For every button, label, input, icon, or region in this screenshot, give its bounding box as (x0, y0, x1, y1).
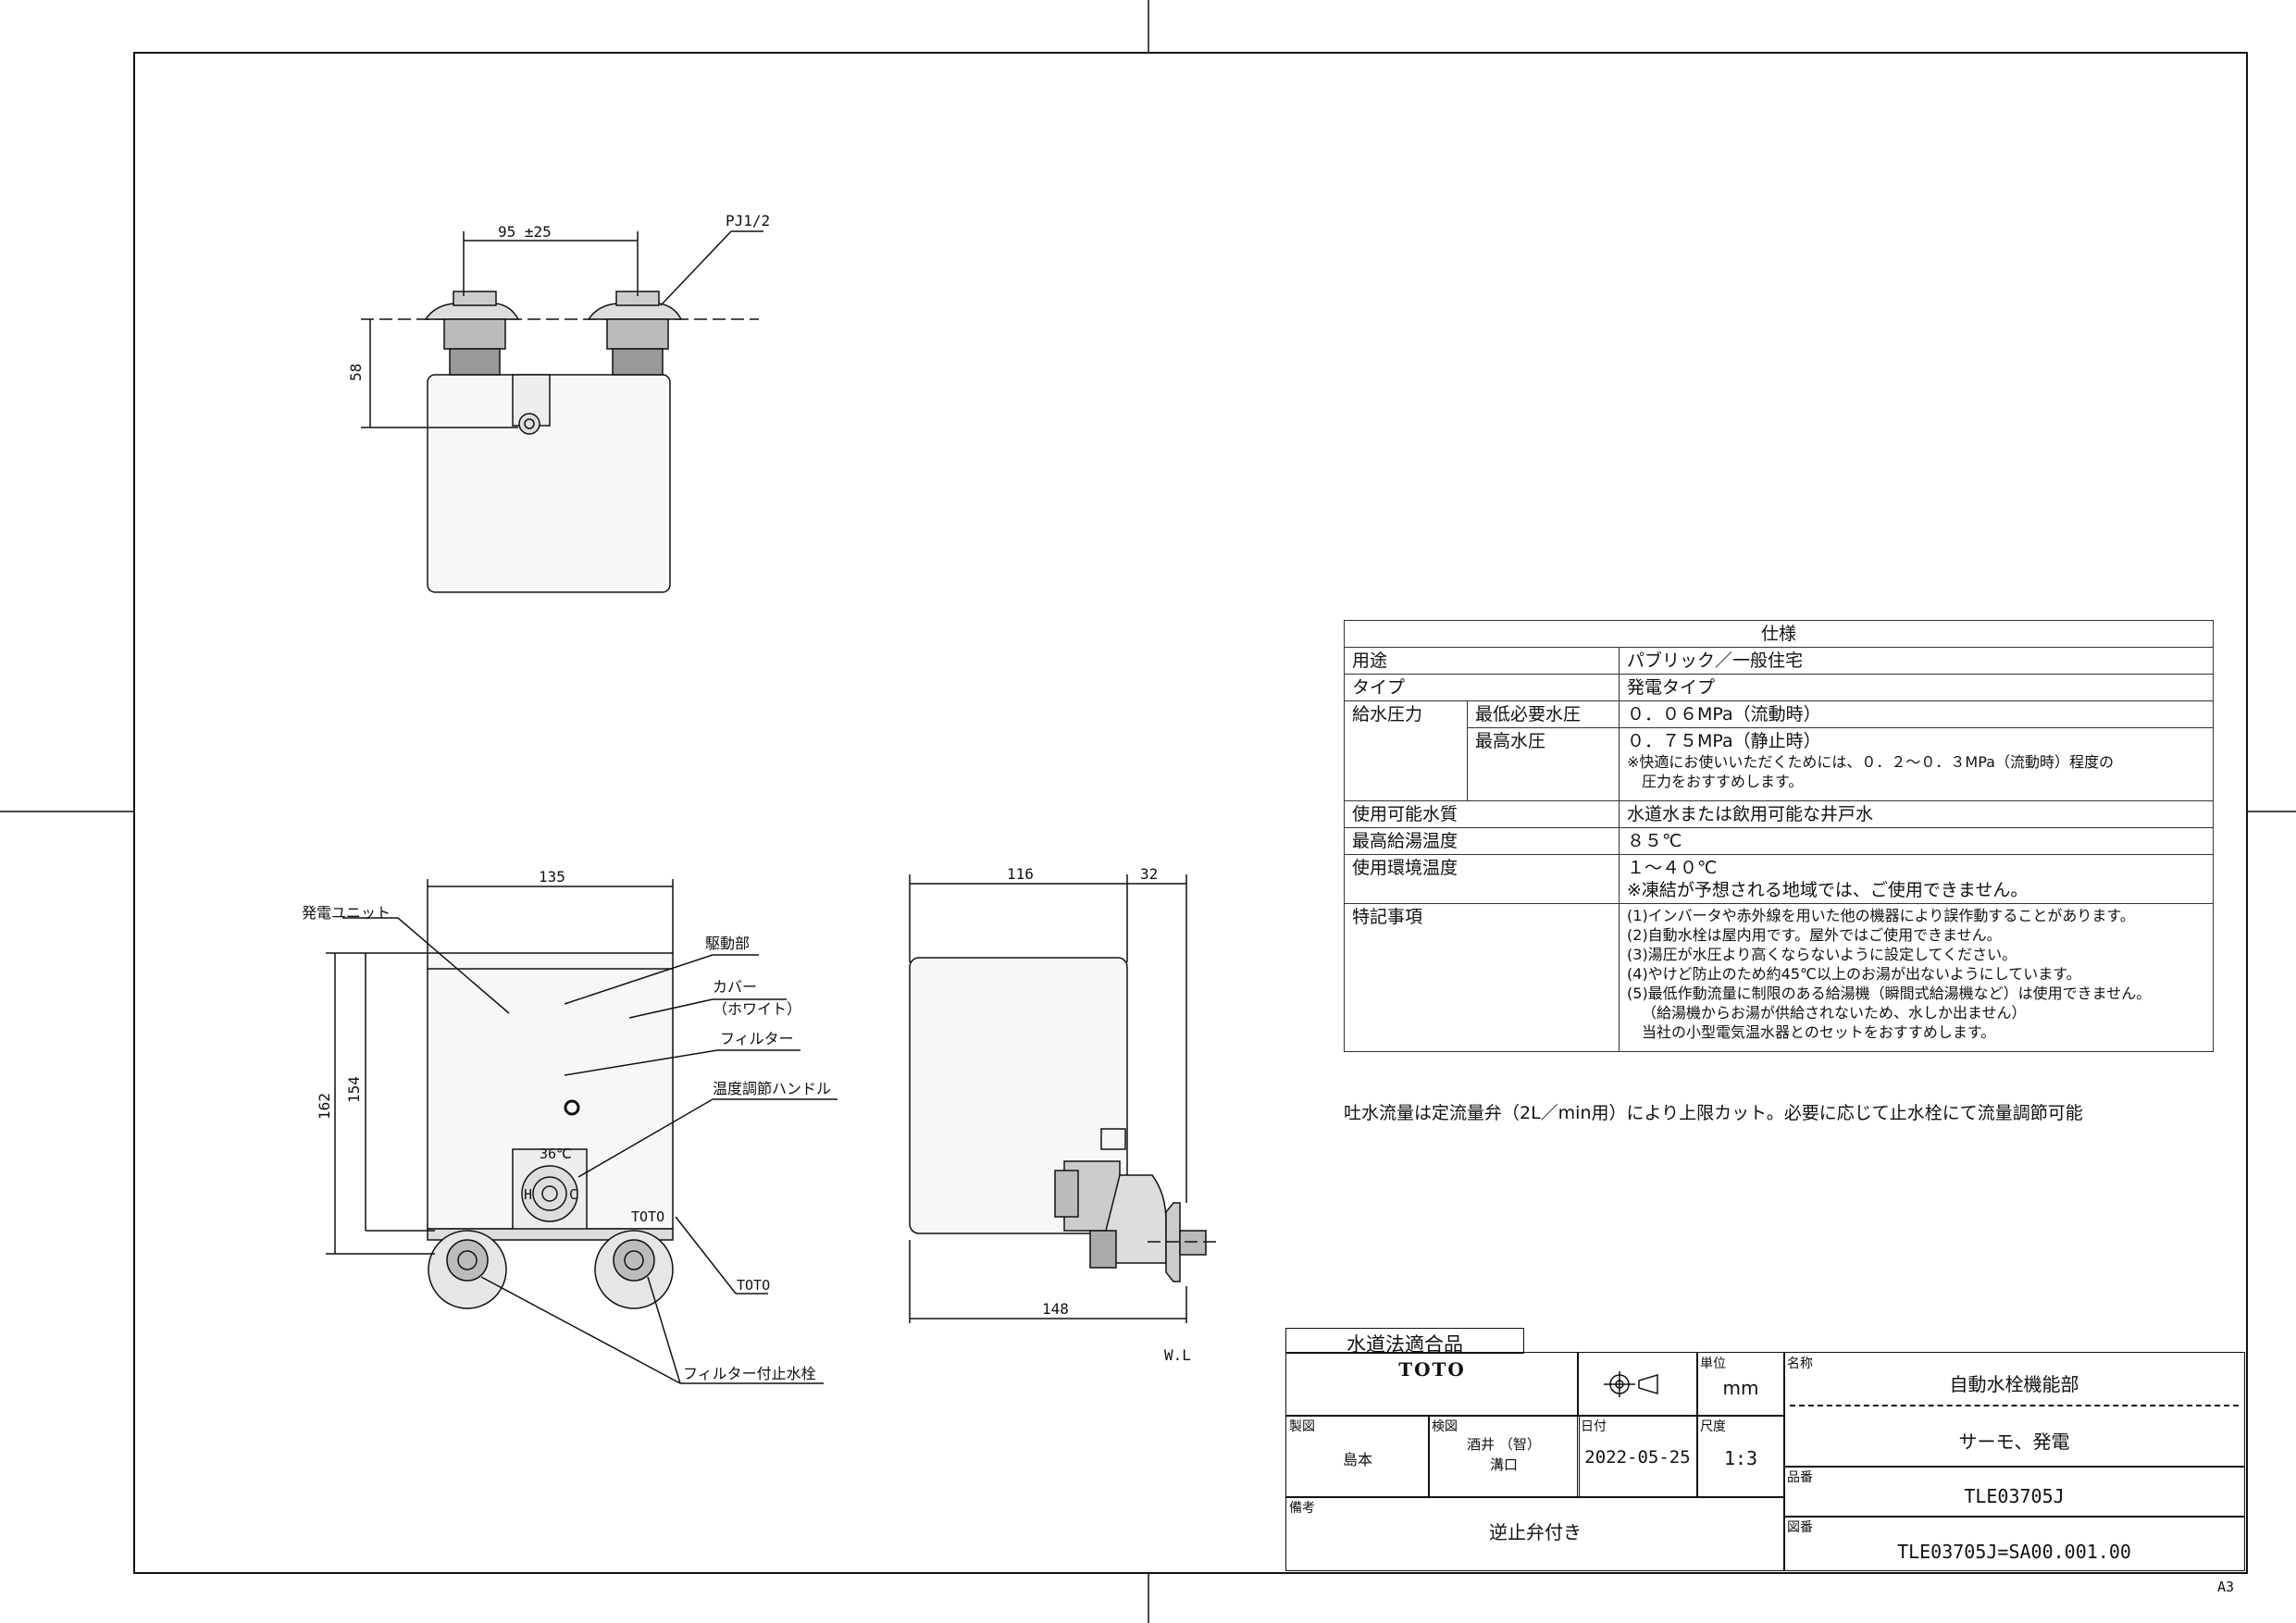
certified-box: 水道法適合品 (1285, 1328, 1524, 1356)
unit-value: mm (1722, 1377, 1759, 1399)
spec-title: 仕様 (1344, 620, 2214, 648)
flow-note: 吐水流量は定流量弁（2L／min用）により上限カット。必要に応じて止水栓にて流量… (1344, 1103, 2083, 1123)
date-caption: 日付 (1581, 1419, 1607, 1434)
dim-148: 148 (1042, 1300, 1069, 1318)
front-view (326, 879, 838, 1384)
name-divider (1790, 1405, 2239, 1406)
part-value: TLE03705J (1964, 1485, 2065, 1507)
spec-env-note: ※凍結が予想される地域では、ご使用できません。 (1627, 880, 2029, 900)
drawn-value: 島本 (1342, 1451, 1372, 1468)
spec-note-item: (4)やけど防止のため約45℃以上のお湯が出ないようにしています。 (1627, 965, 2081, 983)
spec-hot-value: ８５℃ (1619, 827, 2214, 855)
spec-env-value: １〜４０℃ (1627, 858, 1718, 878)
spec-note-item: 当社の小型電気温水器とのセットをおすすめします。 (1642, 1023, 1996, 1041)
remarks-box: 備考 逆止弁付き (1285, 1496, 1785, 1571)
spec-max-label: 最高水圧 (1466, 727, 1620, 801)
checked-box: 検図 酒井 （智） 溝口 (1428, 1415, 1580, 1498)
spec-type-label: タイプ (1343, 674, 1620, 701)
label-stop-valve: フィルター付止水栓 (683, 1365, 816, 1382)
name-caption: 名称 (1787, 1357, 1813, 1371)
spec-notes-cell: (1)インバータや赤外線を用いた他の機器により誤作動することがあります。 (2)… (1619, 903, 2214, 1052)
spec-note-item: (5)最低作動流量に制限のある給湯機（瞬間式給湯機など）は使用できません。 (1627, 985, 2152, 1002)
logo-box: TOTO (1285, 1352, 1579, 1417)
projection-symbol-icon (1604, 1371, 1658, 1397)
handle-temp-mark: 36℃ (540, 1146, 572, 1162)
title-block: 水道法適合品 TOTO 単位 mm 名称 自動水栓機能部 サーモ、発電 製図 島… (1284, 1323, 2245, 1571)
drawing-frame (133, 52, 2248, 1574)
handle-c-mark: C (569, 1186, 577, 1203)
top-view (361, 230, 763, 593)
spec-pressure-label: 給水圧力 (1344, 700, 1468, 801)
spec-hot-label: 最高給湯温度 (1343, 827, 1620, 855)
spec-pressure-note-1: ※快適にお使いいただくためには、０．２〜０．３MPa（流動時）程度の (1627, 753, 2114, 771)
label-filter: フィルター (720, 1030, 794, 1047)
subname-value: サーモ、発電 (1958, 1431, 2070, 1453)
spec-note-item: （給湯機からお湯が供給されないため、水しか出ません） (1642, 1004, 2027, 1022)
dim-top: 95 ±25 (498, 223, 552, 241)
scale-box: 尺度 1:3 (1696, 1415, 1785, 1498)
label-toto: TOTO (737, 1277, 770, 1294)
label-drive: 駆動部 (705, 935, 750, 952)
date-value: 2022-05-25 (1584, 1447, 1691, 1468)
dim-154: 154 (345, 1076, 363, 1103)
spec-note-item: (1)インバータや赤外線を用いた他の機器により誤作動することがあります。 (1627, 907, 2135, 924)
scale-value: 1:3 (1723, 1447, 1758, 1469)
spec-use-label: 用途 (1343, 647, 1620, 675)
unit-caption: 単位 (1700, 1357, 1726, 1371)
checked-caption: 検図 (1432, 1419, 1458, 1434)
name-box: 名称 自動水栓機能部 サーモ、発電 (1783, 1352, 2245, 1468)
remarks-value: 逆止弁付き (1489, 1521, 1582, 1543)
dim-32: 32 (1140, 865, 1158, 883)
drawing-no-caption: 図番 (1787, 1520, 1813, 1535)
dim-162: 162 (316, 1093, 333, 1120)
toto-logo: TOTO (1398, 1358, 1466, 1381)
drawn-caption: 製図 (1289, 1419, 1315, 1434)
checked-value-1: 酒井 （智） (1467, 1436, 1541, 1453)
scale-caption: 尺度 (1700, 1419, 1726, 1434)
sheet-size: A3 (2217, 1579, 2235, 1595)
handle-h-mark: H (524, 1186, 532, 1203)
label-wl: W.L (1164, 1346, 1191, 1364)
spec-use-value: パブリック／一般住宅 (1619, 647, 2214, 675)
spec-max-value: ０．７５MPa（静止時） (1627, 731, 1821, 751)
spec-env-label: 使用環境温度 (1343, 854, 1620, 904)
dim-116: 116 (1007, 865, 1034, 883)
spec-quality-value: 水道水または飲用可能な井戸水 (1619, 800, 2214, 828)
drawn-box: 製図 島本 (1285, 1415, 1430, 1498)
spec-note-item: (3)湯圧が水圧より高くならないように設定してください。 (1627, 946, 2017, 963)
side-view (909, 874, 1222, 1323)
label-temp-handle: 温度調節ハンドル (713, 1080, 831, 1097)
spec-max-cell: ０．７５MPa（静止時） ※快適にお使いいただくためには、０．２〜０．３MPa（… (1619, 727, 2214, 801)
brand-small: TOTO (631, 1208, 664, 1225)
spec-note-item: (2)自動水栓は屋内用です。屋外ではご使用できません。 (1627, 926, 2002, 944)
dim-pj: PJ1/2 (726, 212, 770, 229)
part-caption: 品番 (1787, 1470, 1813, 1485)
projection-box (1577, 1352, 1698, 1417)
spec-quality-label: 使用可能水質 (1343, 800, 1620, 828)
name-value: 自動水栓機能部 (1949, 1373, 2079, 1395)
spec-pressure-note-2: 圧力をおすすめします。 (1642, 773, 1804, 790)
drawing-no-box: 図番 TLE03705J=SA00.001.00 (1783, 1516, 2245, 1571)
spec-notes-label: 特記事項 (1343, 903, 1620, 1052)
remarks-caption: 備考 (1289, 1501, 1315, 1516)
drawing-no-value: TLE03705J=SA00.001.00 (1897, 1541, 2131, 1563)
spec-env-cell: １〜４０℃ ※凍結が予想される地域では、ご使用できません。 (1619, 854, 2214, 904)
dim-135: 135 (539, 868, 565, 886)
label-gen-unit: 発電ユニット (302, 904, 391, 922)
label-cover: カバー (713, 978, 757, 996)
unit-box: 単位 mm (1696, 1352, 1785, 1417)
checked-value-2: 溝口 (1489, 1456, 1518, 1473)
spec-min-value: ０．０６MPa（流動時） (1619, 700, 2214, 728)
label-cover-white: （ホワイト） (713, 1000, 801, 1018)
dim-58: 58 (347, 364, 365, 381)
part-box: 品番 TLE03705J (1783, 1466, 2245, 1518)
date-box: 日付 2022-05-25 (1577, 1415, 1698, 1498)
spec-table: 仕様 用途 パブリック／一般住宅 タイプ 発電タイプ 給水圧力 最低必要水圧 ０… (1343, 620, 2214, 1052)
spec-min-label: 最低必要水圧 (1466, 700, 1620, 728)
spec-type-value: 発電タイプ (1619, 674, 2214, 701)
